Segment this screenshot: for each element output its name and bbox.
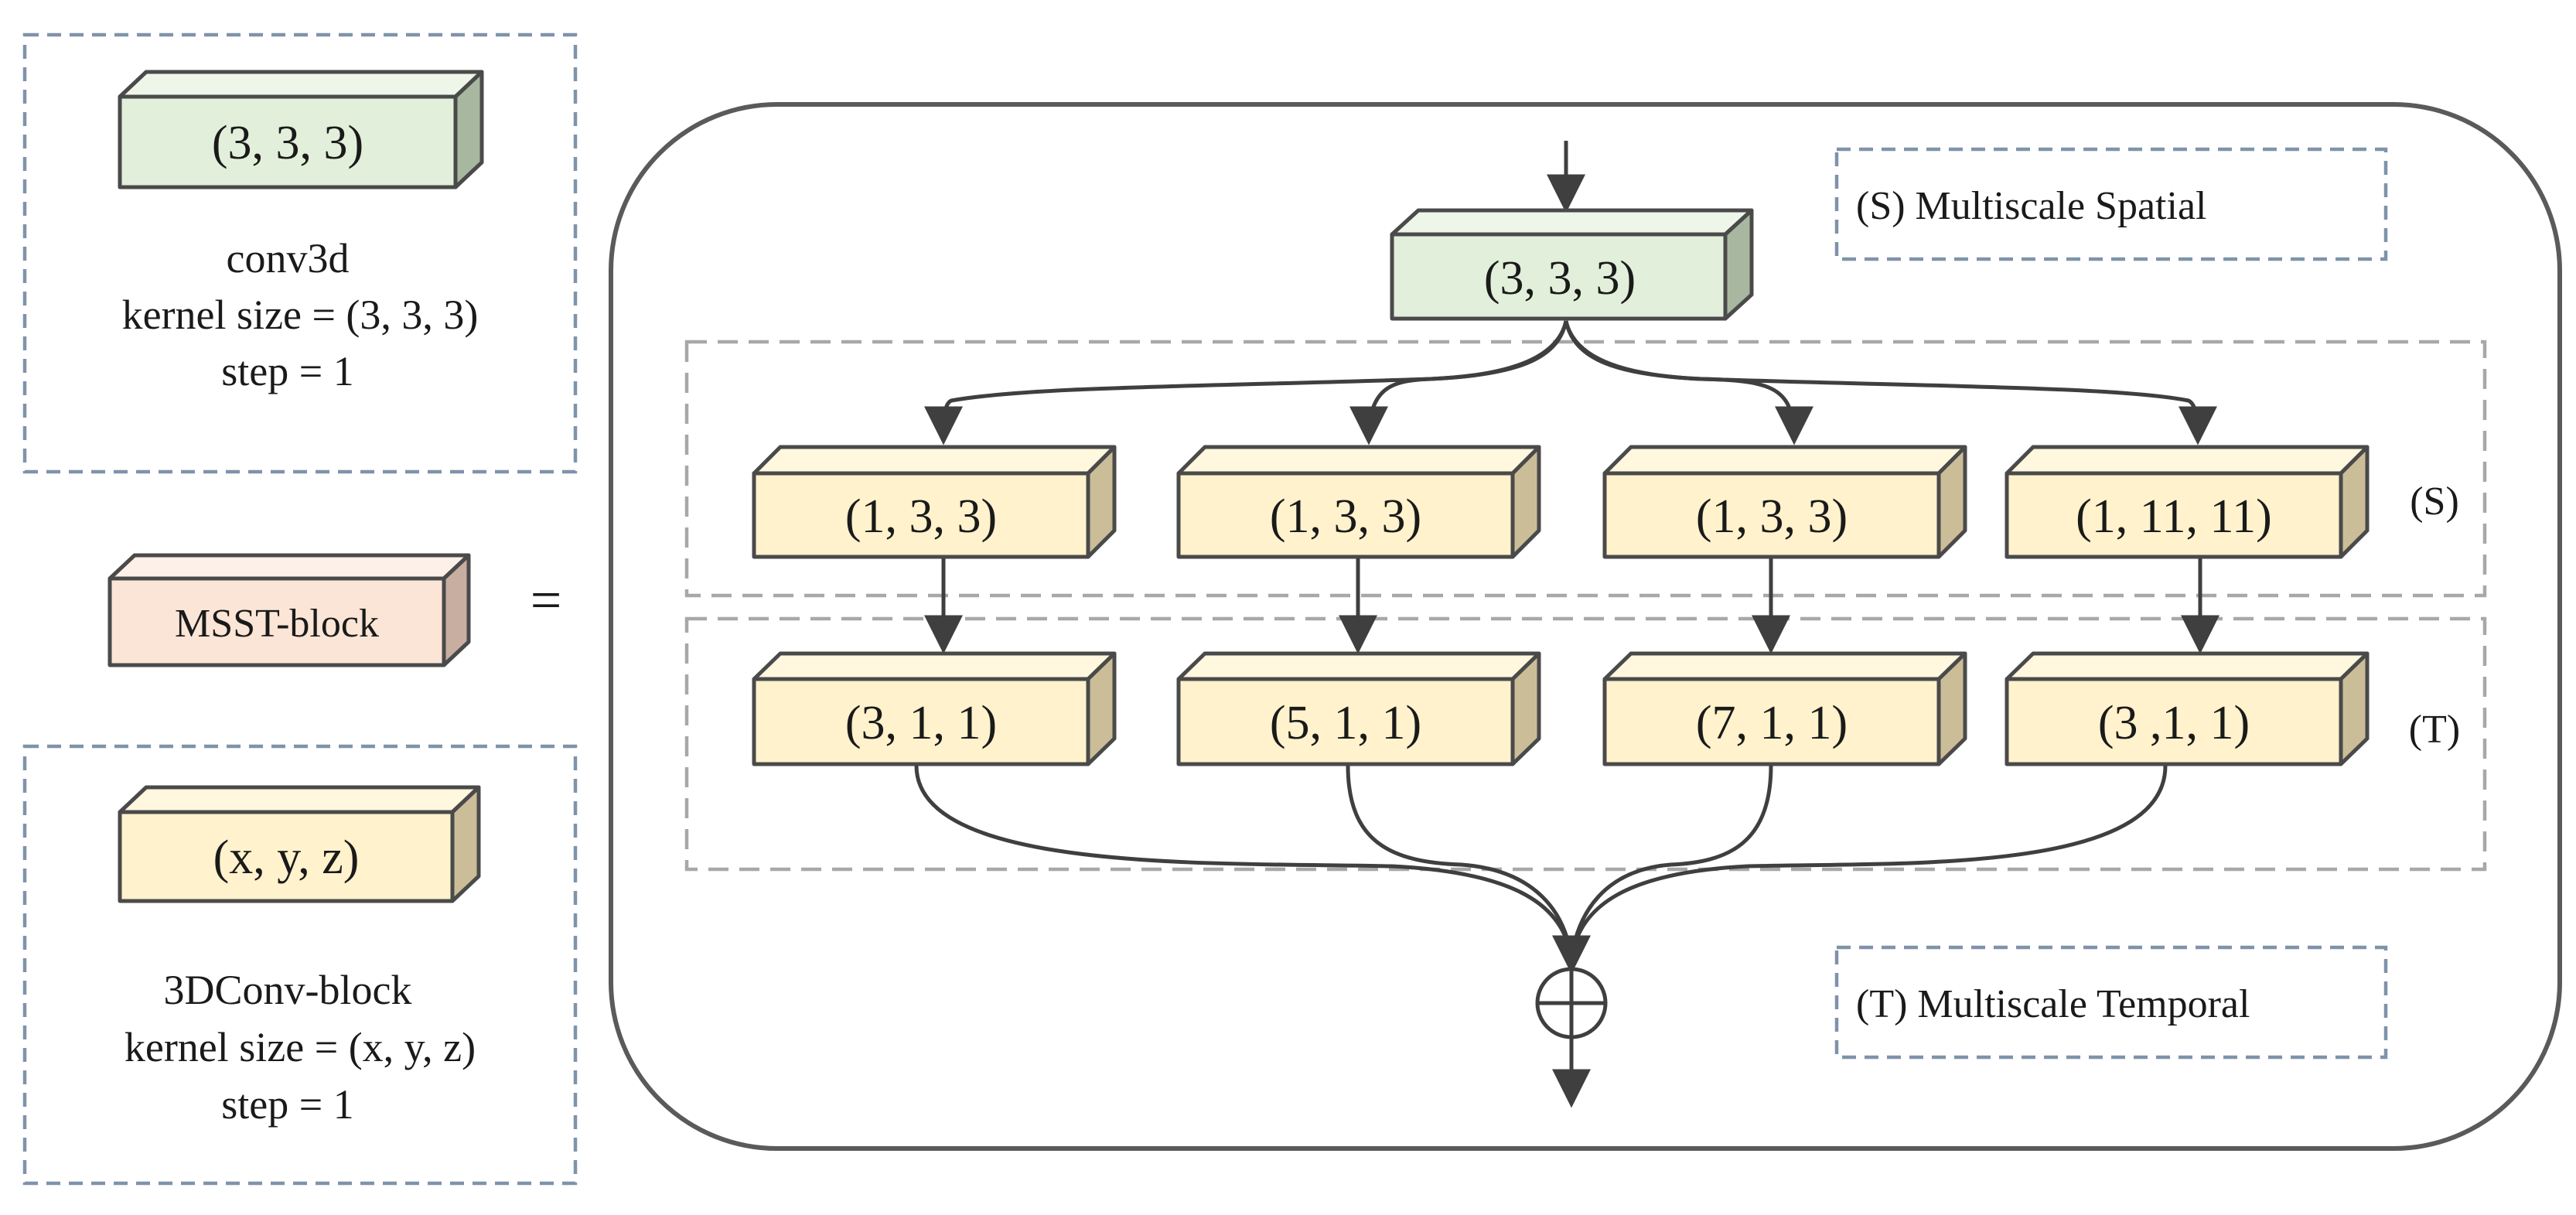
legend-conv3d-block: (3, 3, 3) (118, 70, 484, 189)
temporal-group-tag: (T) (2409, 708, 2460, 752)
temporal-block-2: (5, 1, 1) (1176, 651, 1541, 766)
legend-conv-block-step: step = 1 (221, 1081, 353, 1128)
legend-conv-block-label: (x, y, z) (213, 831, 360, 884)
temporal-note: (T) Multiscale Temporal (1856, 982, 2250, 1026)
legend-conv-block-kernel: kernel size = (x, y, z) (125, 1024, 476, 1070)
legend-conv-block-name: 3DConv-block (164, 967, 412, 1013)
temporal-group-frame (684, 616, 2487, 872)
legend-conv3d-step: step = 1 (221, 348, 353, 394)
spatial-note: (S) Multiscale Spatial (1856, 184, 2206, 228)
legend-conv-block-frame (22, 744, 578, 1186)
merge-curve-1 (914, 765, 1574, 960)
temporal-block-4: (3 ,1, 1) (2005, 651, 2370, 766)
spatial-block-4: (1, 11, 11) (2005, 445, 2370, 559)
branch-arrow-1 (924, 320, 1568, 445)
legend-msst-block: MSST-block (107, 553, 471, 667)
spatial-block-1-label: (1, 3, 3) (845, 490, 997, 543)
spatial-block-2-label: (1, 3, 3) (1270, 490, 1421, 543)
legend-conv3d-name: conv3d (227, 235, 350, 282)
merge-curve-2 (1346, 765, 1574, 960)
sum-node (1535, 967, 1608, 1039)
temporal-note-frame (1834, 945, 2388, 1060)
legend-conv-block: (x, y, z) (118, 785, 481, 903)
temporal-block-1-label: (3, 1, 1) (845, 697, 997, 749)
spatial-block-4-label: (1, 11, 11) (2076, 490, 2272, 543)
spatial-block-3-label: (1, 3, 3) (1696, 490, 1848, 543)
spatial-block-2: (1, 3, 3) (1176, 445, 1541, 559)
legend-conv3d-kernel: kernel size = (3, 3, 3) (122, 292, 479, 338)
branch-arrow-2 (1349, 320, 1568, 445)
spatial-group-tag: (S) (2410, 480, 2459, 524)
temporal-block-4-label: (3 ,1, 1) (2098, 697, 2250, 749)
branch-arrow-4 (1564, 320, 2217, 445)
legend-conv3d-block-label: (3, 3, 3) (212, 117, 363, 169)
merge-curve-4 (1569, 765, 2168, 960)
spatial-note-frame (1834, 147, 2388, 261)
legend-conv3d-frame (22, 32, 578, 474)
temporal-block-1: (3, 1, 1) (752, 651, 1117, 766)
input-block: (3, 3, 3) (1390, 208, 1754, 321)
input-block-label: (3, 3, 3) (1484, 252, 1636, 305)
spatial-block-1: (1, 3, 3) (752, 445, 1117, 559)
temporal-block-3: (7, 1, 1) (1602, 651, 1967, 766)
temporal-block-2-label: (5, 1, 1) (1270, 697, 1421, 749)
msst-block-container (609, 102, 2562, 1151)
merge-curve-3 (1569, 765, 1773, 960)
equals-sign: = (531, 569, 562, 631)
spatial-group-frame (684, 340, 2487, 598)
temporal-block-3-label: (7, 1, 1) (1696, 697, 1848, 749)
spatial-block-3: (1, 3, 3) (1602, 445, 1967, 559)
legend-msst-block-label: MSST-block (175, 602, 379, 646)
